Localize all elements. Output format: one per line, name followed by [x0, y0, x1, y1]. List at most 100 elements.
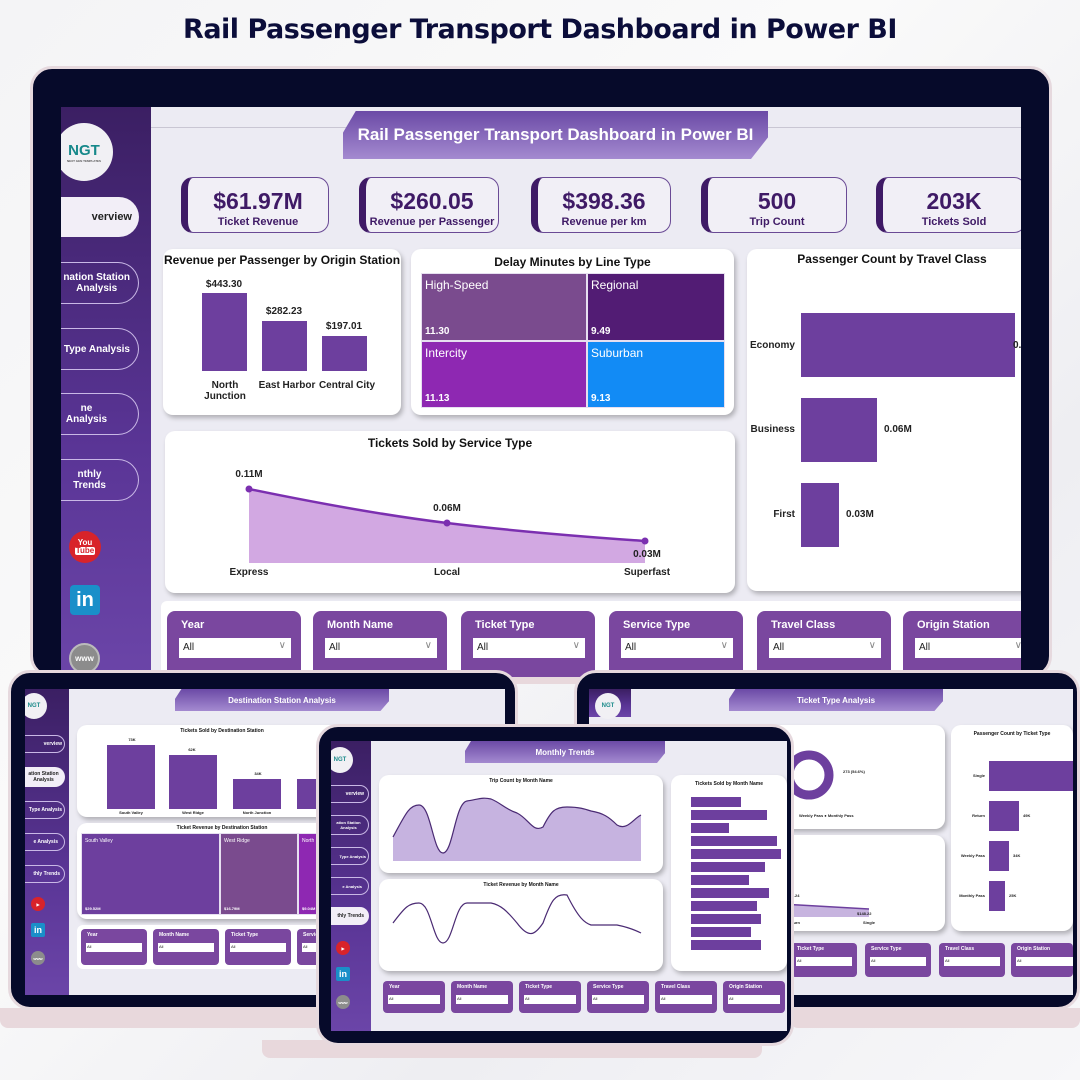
- nav-line-analysis[interactable]: e Analysis: [25, 833, 65, 851]
- kpi-tickets-sold: 203K Tickets Sold: [876, 177, 1021, 233]
- data-label: $443.30: [205, 279, 243, 290]
- nav-monthly-label: nthly Trends: [73, 469, 106, 491]
- nav-ticket-type-label: Type Analysis: [63, 343, 130, 355]
- chart-delay-minutes-by-line-type[interactable]: Delay Minutes by Line Type High-Speed 11…: [411, 249, 734, 415]
- kpi-value: $398.36: [562, 188, 646, 214]
- treemap-regional[interactable]: Regional 9.49: [587, 273, 725, 341]
- area-chart: [245, 485, 649, 563]
- youtube-icon[interactable]: ▶: [31, 897, 45, 911]
- treemap-high-speed[interactable]: High-Speed 11.30: [421, 273, 587, 341]
- slicer-month-name[interactable]: Month Name All∨: [313, 611, 447, 677]
- left-laptop-base: [0, 1008, 330, 1028]
- donut-chart: [784, 750, 834, 800]
- chart-revenue-per-passenger-by-origin[interactable]: Revenue per Passenger by Origin Station …: [163, 249, 401, 415]
- chart-ticket-revenue-by-month[interactable]: Ticket Revenue by Month Name: [379, 879, 663, 971]
- nav-destination-station-analysis[interactable]: nation Station Analysis: [61, 262, 139, 304]
- nav-overview[interactable]: verview: [25, 735, 65, 753]
- year-dropdown[interactable]: All∨: [179, 638, 291, 658]
- bar-north-junction[interactable]: [202, 293, 247, 371]
- website-globe-icon[interactable]: www: [31, 951, 45, 965]
- axis-label: First: [773, 509, 795, 520]
- bar-business[interactable]: [801, 398, 877, 462]
- slicer-origin-station[interactable]: Origin Station All∨: [903, 611, 1021, 677]
- kpi-label: Revenue per Passenger: [369, 216, 495, 228]
- chart-tickets-sold-by-service-type[interactable]: Tickets Sold by Service Type 0.11M 0.06M…: [165, 431, 735, 593]
- chart-trip-count-by-month[interactable]: Trip Count by Month Name: [379, 775, 663, 873]
- nav-line-analysis[interactable]: ne Analysis: [61, 393, 139, 435]
- nav-monthly-trends[interactable]: thly Trends: [331, 907, 369, 925]
- bar-economy[interactable]: [801, 313, 1015, 377]
- bar-return[interactable]: [989, 801, 1019, 831]
- kpi-label: Tickets Sold: [921, 216, 987, 228]
- axis-label: Business: [750, 424, 795, 435]
- treemap-south-valley[interactable]: South Valley$29.52M: [81, 833, 220, 915]
- logo: NGT: [595, 693, 621, 719]
- bar-east-harbor[interactable]: [262, 321, 307, 371]
- bar-monthly-pass[interactable]: [989, 881, 1005, 911]
- kpi-label: Ticket Revenue: [217, 216, 299, 228]
- chevron-down-icon: ∨: [720, 640, 728, 651]
- nav-ticket-type-analysis[interactable]: Type Analysis: [61, 328, 139, 370]
- axis-label: Central City: [318, 380, 376, 391]
- linkedin-icon[interactable]: in: [70, 585, 100, 615]
- destination-sidebar: NGT verview ation Station Analysis Type …: [25, 689, 69, 995]
- nav-destination-station-analysis[interactable]: ation Station Analysis: [25, 767, 65, 787]
- nav-ticket-type-analysis[interactable]: Type Analysis: [331, 847, 369, 865]
- slicer-travel-class[interactable]: Travel Class All∨: [757, 611, 891, 677]
- ticket-type-dropdown[interactable]: All∨: [473, 638, 585, 658]
- chevron-down-icon: ∨: [868, 640, 876, 651]
- bar-central-city[interactable]: [322, 336, 367, 371]
- linkedin-icon[interactable]: in: [336, 967, 350, 981]
- bar-weekly-pass[interactable]: [989, 841, 1009, 871]
- slicer-service-type[interactable]: Service Type All∨: [609, 611, 743, 677]
- kpi-ticket-revenue: $61.97M Ticket Revenue: [181, 177, 329, 233]
- nav-monthly-trends[interactable]: thly Trends: [25, 865, 65, 883]
- website-globe-icon[interactable]: www: [336, 995, 350, 1009]
- main-screen: NGT NEXT GEN TEMPLATES verview nation St…: [61, 107, 1021, 677]
- linkedin-icon[interactable]: in: [31, 923, 45, 937]
- bar-first[interactable]: [801, 483, 839, 547]
- bar-south-valley[interactable]: [107, 745, 155, 809]
- nav-ticket-type-analysis[interactable]: Type Analysis: [25, 801, 65, 819]
- nav-line-label: ne Analysis: [65, 403, 108, 425]
- youtube-icon[interactable]: ▶: [336, 941, 350, 955]
- slicer-ticket-type[interactable]: Ticket Type All∨: [461, 611, 595, 677]
- chart-passenger-count-by-travel-class[interactable]: Passenger Count by Travel Class Economy …: [747, 249, 1021, 591]
- service-type-dropdown[interactable]: All∨: [621, 638, 733, 658]
- kpi-value: 500: [757, 188, 797, 214]
- treemap-intercity[interactable]: Intercity 11.13: [421, 341, 587, 408]
- axis-label: Superfast: [623, 567, 671, 578]
- nav-overview[interactable]: verview: [61, 197, 139, 237]
- chart-passenger-count-by-ticket-type[interactable]: Passenger Count by Ticket Type Single Re…: [951, 725, 1073, 931]
- chart-tickets-sold-by-month[interactable]: Tickets Sold by Month Name: [671, 775, 787, 971]
- treemap-suburban[interactable]: Suburban 9.13: [587, 341, 725, 408]
- nav-monthly-trends[interactable]: nthly Trends: [61, 459, 139, 501]
- bar-west-ridge[interactable]: [169, 755, 217, 809]
- bar-north-junction[interactable]: [233, 779, 281, 809]
- treemap-west-ridge[interactable]: West Ridge$16.79M: [220, 833, 298, 915]
- nav-destination-station-analysis[interactable]: ation Station Analysis: [331, 815, 369, 835]
- origin-station-dropdown[interactable]: All∨: [915, 638, 1021, 658]
- nav-line-analysis[interactable]: e Analysis: [331, 877, 369, 895]
- slicer-year[interactable]: Year All∨: [167, 611, 301, 677]
- travel-class-dropdown[interactable]: All∨: [769, 638, 881, 658]
- headline: Rail Passenger Transport Dashboard in Po…: [183, 14, 897, 45]
- nav-overview[interactable]: verview: [331, 785, 369, 803]
- chevron-down-icon: ∨: [278, 640, 286, 651]
- bar-single[interactable]: [989, 761, 1073, 791]
- month-name-dropdown[interactable]: All∨: [325, 638, 437, 658]
